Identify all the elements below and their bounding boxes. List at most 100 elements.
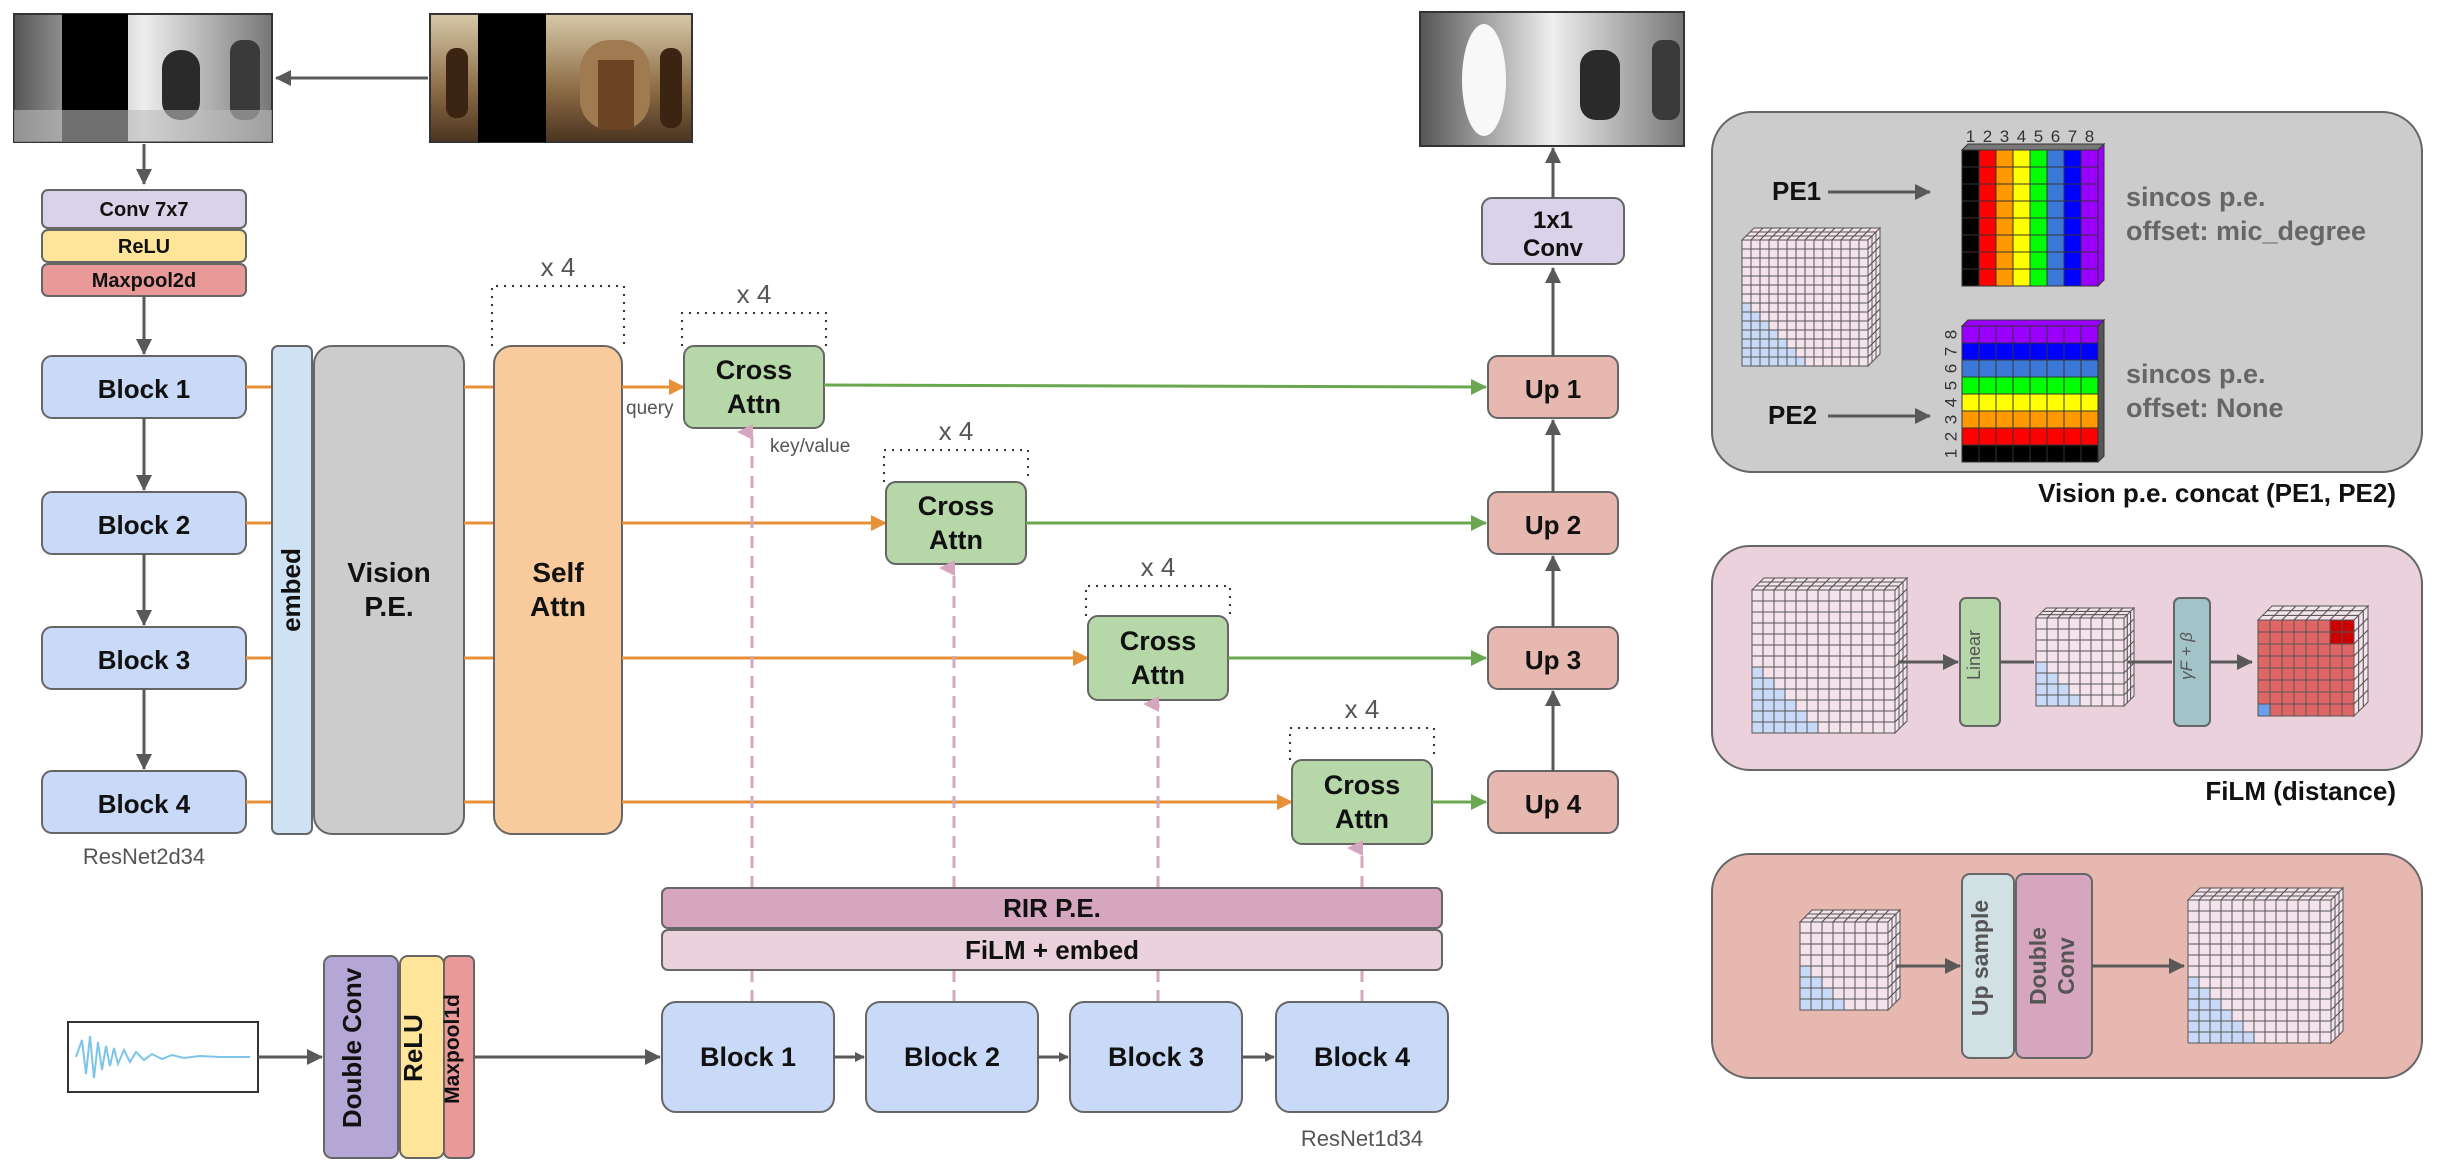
cube-cell <box>2308 932 2321 945</box>
pe2-cell <box>2080 444 2099 463</box>
cube-cell <box>1831 338 1842 349</box>
cube-cell <box>2220 921 2233 934</box>
cube-cell <box>2079 639 2092 652</box>
cube-cell <box>2057 683 2070 696</box>
cube-cell <box>1750 239 1761 250</box>
pe2-cell <box>1995 325 2014 344</box>
cube-cell <box>2308 910 2321 923</box>
cube-cell <box>1832 954 1845 967</box>
cube-cell <box>1795 311 1806 322</box>
pe1-cell <box>2046 183 2065 202</box>
cube-cell <box>2101 661 2114 674</box>
cross-attn-4-label-1: Cross <box>1324 770 1401 800</box>
cube-cell <box>1786 338 1797 349</box>
pe2-cell <box>2029 325 2048 344</box>
cube-cell <box>2257 619 2271 633</box>
cube-cell <box>2264 921 2277 934</box>
cube-cell <box>2293 643 2307 657</box>
pe2-cell <box>2080 410 2099 429</box>
cube-cell <box>1858 302 1869 313</box>
pe2-index: 1 <box>1941 449 1960 458</box>
cube-cell <box>1804 302 1815 313</box>
cube-cell <box>2046 694 2059 707</box>
cube-cell <box>1799 965 1812 978</box>
cube-cell <box>2035 650 2048 663</box>
pe2-cell <box>2080 427 2099 446</box>
cube-cell <box>2187 976 2200 989</box>
cube-cell <box>1813 239 1824 250</box>
cube-cell <box>1861 699 1874 712</box>
cube-cell <box>1872 644 1885 657</box>
cube-cell <box>2242 1031 2255 1044</box>
cube-cell <box>1751 600 1764 613</box>
cube-cell <box>2220 1031 2233 1044</box>
cube-cell <box>1843 921 1856 934</box>
cube-cell <box>1804 266 1815 277</box>
cube-cell <box>1751 611 1764 624</box>
pe1-text-line-1: sincos p.e. <box>2126 182 2266 212</box>
pe1-cell <box>2046 217 2065 236</box>
cube-cell <box>1795 611 1808 624</box>
pe1-cell <box>2080 149 2099 168</box>
cube-cell <box>1840 239 1851 250</box>
cube-cell <box>2068 694 2081 707</box>
cube-cell <box>1822 239 1833 250</box>
pe1-cell <box>2012 268 2031 287</box>
cube-cell <box>1822 284 1833 295</box>
pe1-cell <box>2080 268 2099 287</box>
self-attn-label-1: Self <box>532 557 584 588</box>
pe2-index: 7 <box>1941 347 1960 356</box>
cube-cell <box>1840 284 1851 295</box>
cube-cell <box>1850 677 1863 690</box>
pe1-cell <box>2063 149 2082 168</box>
cube-cell <box>2317 631 2331 645</box>
cube-cell <box>1850 710 1863 723</box>
cube-cell <box>2308 1009 2321 1022</box>
cube-cell <box>1817 721 1830 734</box>
film-input-cube <box>1750 576 1909 735</box>
cross-attn-2-repeat-bracket <box>883 449 1029 482</box>
pe2-cell <box>1961 427 1980 446</box>
pe2-cell <box>2029 376 2048 395</box>
cube-cell <box>2329 691 2343 705</box>
cube-cell <box>2253 943 2266 956</box>
cube-cell <box>2231 976 2244 989</box>
film-output-cube <box>2256 604 2370 718</box>
cube-cell <box>1840 347 1851 358</box>
cube-cell <box>1843 987 1856 1000</box>
cube-cell <box>2187 1031 2200 1044</box>
pe1-index: 4 <box>2017 127 2026 146</box>
cube-cell <box>1795 248 1806 259</box>
cube-cell <box>1821 932 1834 945</box>
pe1-cell <box>2063 268 2082 287</box>
pe1-cell <box>2029 268 2048 287</box>
cube-cell <box>1831 248 1842 259</box>
cube-cell <box>1872 622 1885 635</box>
rir-pe-bar <box>661 887 1443 929</box>
cube-cell <box>1895 985 1901 1004</box>
cube-cell <box>2231 1031 2244 1044</box>
cube-cell <box>1843 943 1856 956</box>
self-attn-label-2: Attn <box>530 591 586 622</box>
cube-cell <box>2101 639 2114 652</box>
cube-cell <box>1850 655 1863 668</box>
cube-cell <box>2220 976 2233 989</box>
cube-cell <box>2079 650 2092 663</box>
cube-cell <box>1817 688 1830 701</box>
vision-block-1: Block 1 <box>41 355 247 419</box>
cube-cell <box>1822 302 1833 313</box>
cube-cell <box>2305 619 2319 633</box>
cube-cell <box>1828 666 1841 679</box>
cube-cell <box>2220 965 2233 978</box>
cube-cell <box>2198 932 2211 945</box>
cube-cell <box>1784 710 1797 723</box>
cube-cell <box>1773 699 1786 712</box>
cube-cell <box>2101 694 2114 707</box>
pe1-cell <box>2012 234 2031 253</box>
cube-cell <box>1850 688 1863 701</box>
pe2-cell <box>2029 359 2048 378</box>
pe1-cell <box>2046 149 2065 168</box>
pe2-cell <box>1961 410 1980 429</box>
relu-label: ReLU <box>118 236 170 258</box>
